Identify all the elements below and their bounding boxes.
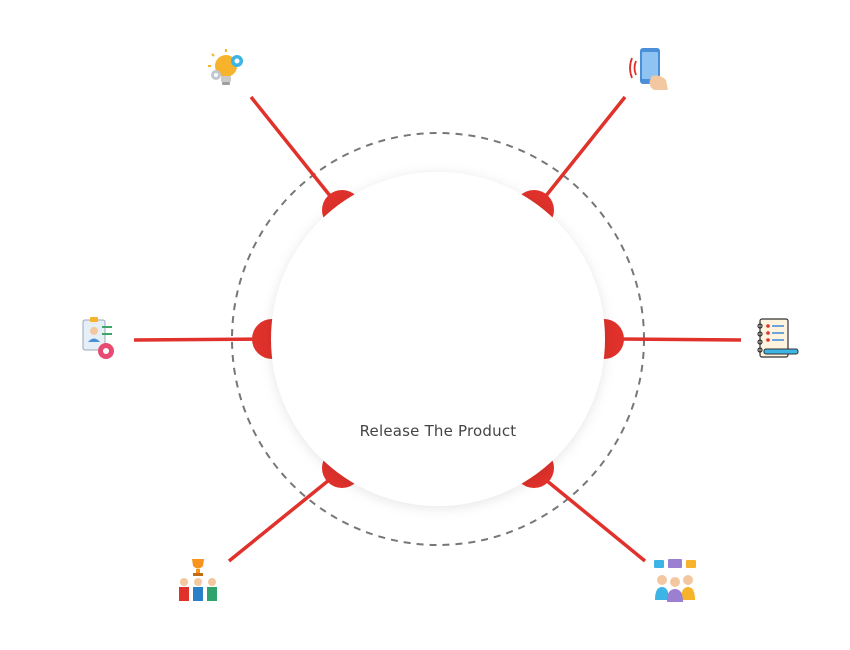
smartphone-hand-icon <box>629 48 668 90</box>
team-trophy-celebration-icon <box>179 559 217 601</box>
center-circle <box>271 172 605 506</box>
connector-bottom-left <box>227 474 336 563</box>
connector-left <box>133 337 265 342</box>
connector-top-right <box>539 95 627 204</box>
connector-bottom-right <box>539 474 647 563</box>
notebook-checklist-pen-icon <box>757 318 799 358</box>
center-label: Release The Product <box>359 422 517 440</box>
connector-right <box>611 337 742 342</box>
user-profile-settings-icon <box>82 317 114 359</box>
connector-top-left <box>249 95 337 204</box>
team-discussion-icon <box>654 559 696 602</box>
lightbulb-gear-icon <box>208 49 243 85</box>
